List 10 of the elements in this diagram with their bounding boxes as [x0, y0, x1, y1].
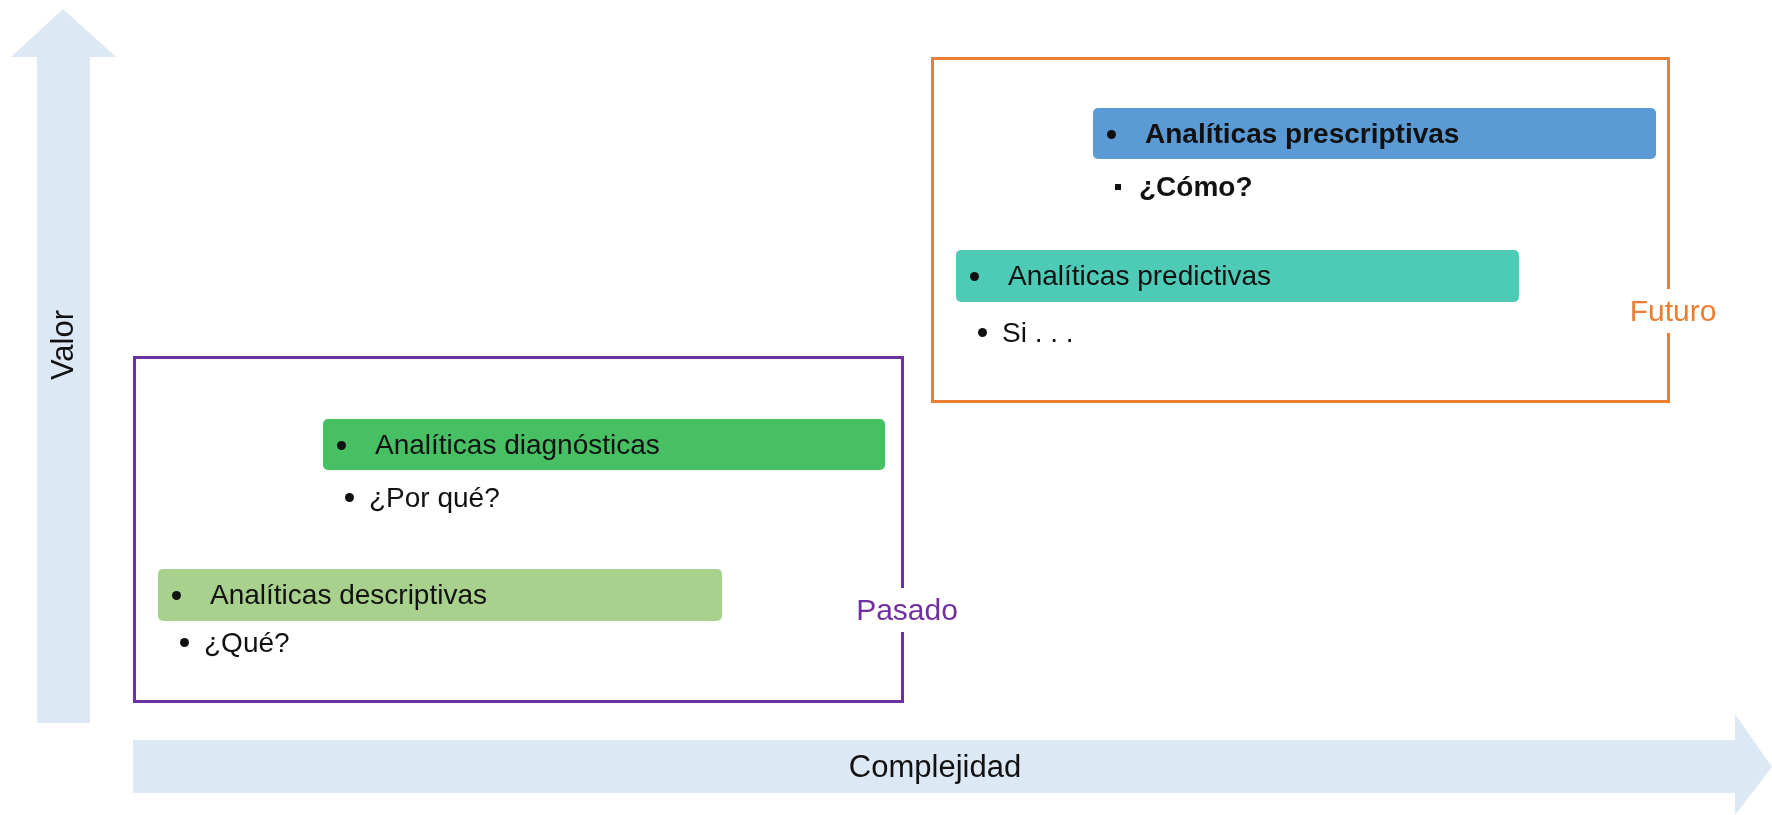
category-bar: Analíticas prescriptivas [1093, 108, 1656, 159]
bullet-text: ¿Qué? [166, 626, 290, 660]
category-bar: Analíticas predictivas [956, 250, 1519, 302]
axis-label: Valor [45, 309, 81, 381]
bullet-text: ¿Por qué? [331, 481, 500, 515]
category-bar: Analíticas descriptivas [158, 569, 722, 621]
category-bar: Analíticas diagnósticas [323, 419, 885, 470]
bullet-text: Si . . . [964, 316, 1074, 350]
bullet-text: ¿Cómo? [1101, 170, 1253, 204]
axis-label: Complejidad [848, 749, 1022, 785]
